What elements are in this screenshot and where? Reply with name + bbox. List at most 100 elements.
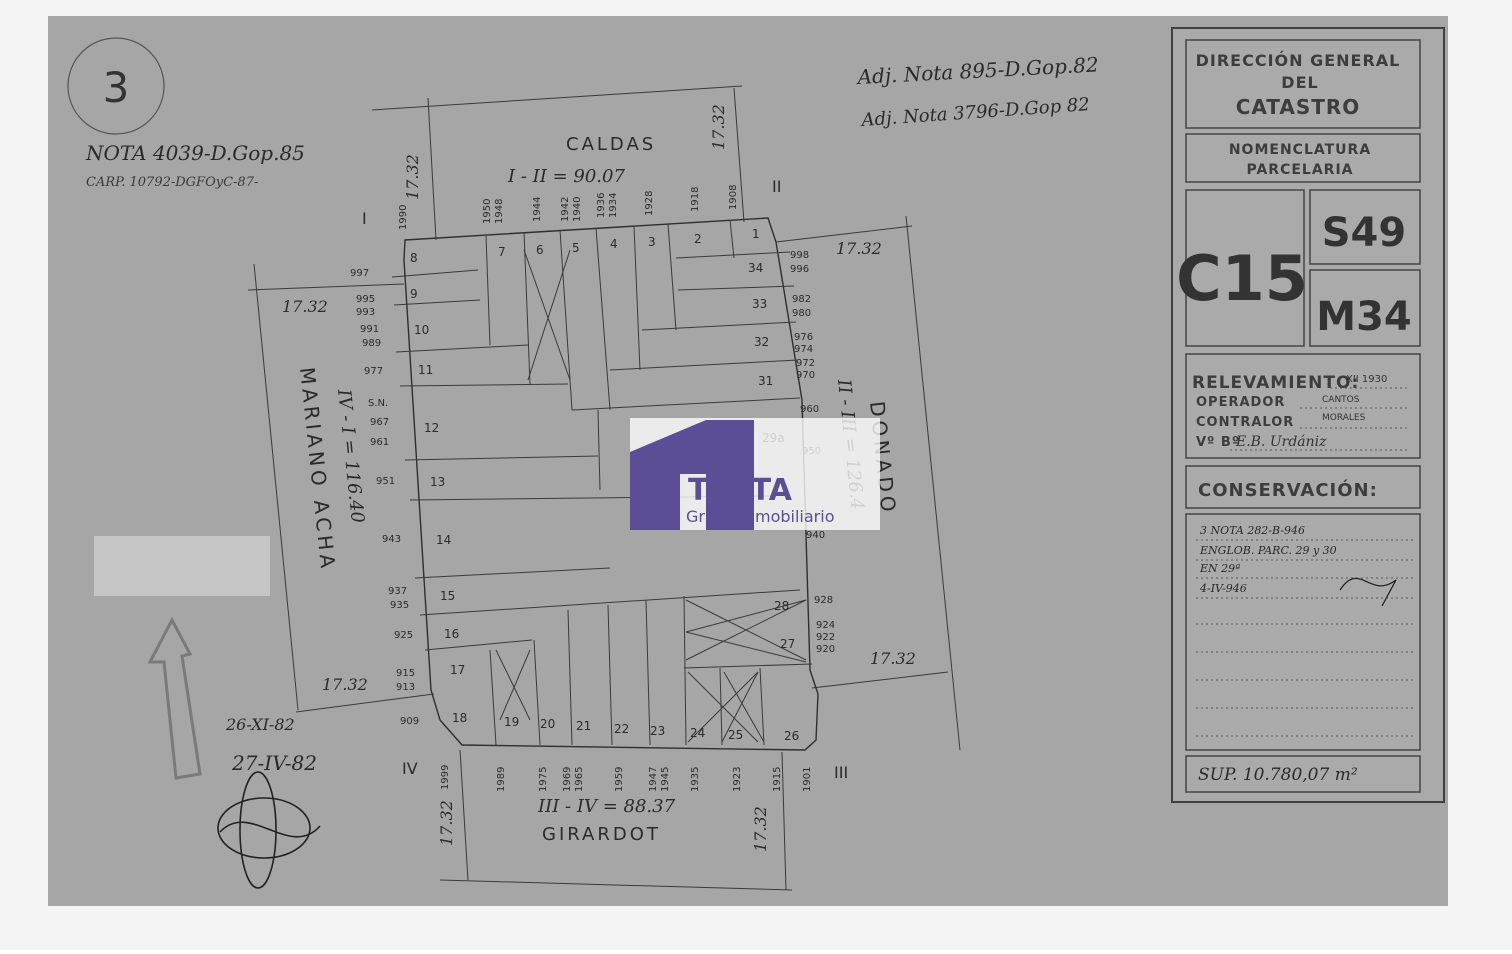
tb-conservacion-label: CONSERVACIÓN: xyxy=(1198,479,1378,501)
tb-nomenclatura-1: NOMENCLATURA xyxy=(1229,142,1371,158)
svg-text:1959: 1959 xyxy=(614,767,625,792)
street-caldas: CALDAS xyxy=(566,134,656,155)
lot-16: 16 xyxy=(444,627,459,641)
tb-conservacion-line-3: EN 29ª xyxy=(1199,562,1240,575)
svg-text:991: 991 xyxy=(360,324,379,335)
svg-text:1928: 1928 xyxy=(644,191,655,216)
chamfer-4: 17.32 xyxy=(282,297,328,316)
brand-name: TESTA xyxy=(688,473,793,508)
tb-conservacion-line-1: 3 NOTA 282-B-946 xyxy=(1200,524,1305,537)
lot-12: 12 xyxy=(424,421,439,435)
svg-text:920: 920 xyxy=(816,644,835,655)
note-1: NOTA 4039-D.Gop.85 xyxy=(85,141,305,165)
lot-21: 21 xyxy=(576,719,591,733)
door-numbers-girardot: 1999 1989 1975 1969 1965 1959 1947 1945 … xyxy=(440,765,813,792)
svg-text:1908: 1908 xyxy=(728,185,739,210)
chamfer-1: 17.32 xyxy=(403,154,422,200)
lot-4: 4 xyxy=(610,237,618,251)
lot-1: 1 xyxy=(752,227,760,241)
lot-14: 14 xyxy=(436,533,451,547)
svg-text:995: 995 xyxy=(356,294,375,305)
svg-text:1975: 1975 xyxy=(538,767,549,792)
lot-23: 23 xyxy=(650,724,665,738)
lot-2: 2 xyxy=(694,232,702,246)
svg-text:974: 974 xyxy=(794,344,813,355)
lot-33: 33 xyxy=(752,297,767,311)
signature-scribble xyxy=(217,771,321,889)
svg-text:1934: 1934 xyxy=(608,193,619,218)
street-girardot: GIRARDOT xyxy=(542,824,661,845)
measure-south: III - IV = 88.37 xyxy=(537,796,676,817)
tb-conservacion-signature xyxy=(1339,577,1397,607)
vertex-i: I xyxy=(362,209,367,228)
date-2: 27-IV-82 xyxy=(231,751,317,775)
door-numbers-caldas: 1990 1950 1948 1944 1942 1940 1936 1934 … xyxy=(398,185,739,230)
svg-text:1936: 1936 xyxy=(596,193,607,218)
chamfer-3: 17.32 xyxy=(836,239,882,258)
tb-seccion: S49 xyxy=(1322,210,1406,256)
lot-25: 25 xyxy=(728,728,743,742)
measure-north: I - II = 90.07 xyxy=(507,166,625,187)
lot-27: 27 xyxy=(780,637,795,651)
lot-5: 5 xyxy=(572,241,580,255)
testa-logo-icon xyxy=(630,420,754,530)
lot-17: 17 xyxy=(450,663,465,677)
svg-text:980: 980 xyxy=(792,308,811,319)
lot-11: 11 xyxy=(418,363,433,377)
dimension-lines xyxy=(247,85,961,891)
svg-text:937: 937 xyxy=(388,586,407,597)
date-1: 26-XI-82 xyxy=(225,715,295,734)
tb-vb-label: Vº Bº xyxy=(1196,435,1240,450)
lot-19: 19 xyxy=(504,715,519,729)
svg-text:1999: 1999 xyxy=(440,765,451,790)
svg-text:925: 925 xyxy=(394,630,413,641)
svg-text:1944: 1944 xyxy=(532,197,543,222)
lot-6: 6 xyxy=(536,243,544,257)
svg-text:913: 913 xyxy=(396,682,415,693)
note-2: CARP. 10792-DGFOyC-87- xyxy=(86,175,258,190)
lot-9: 9 xyxy=(410,287,418,301)
svg-text:922: 922 xyxy=(816,632,835,643)
tb-contralor-label: CONTRALOR xyxy=(1196,415,1294,430)
lot-32: 32 xyxy=(754,335,769,349)
smudged-stamp xyxy=(94,536,270,596)
svg-text:960: 960 xyxy=(800,404,819,415)
north-arrow-icon xyxy=(147,616,202,780)
lot-8: 8 xyxy=(410,251,418,265)
svg-text:976: 976 xyxy=(794,332,813,343)
lot-18: 18 xyxy=(452,711,467,725)
svg-text:989: 989 xyxy=(362,338,381,349)
svg-text:967: 967 xyxy=(370,417,389,428)
lot-15: 15 xyxy=(440,589,455,603)
lot-7: 7 xyxy=(498,245,506,259)
lot-lines xyxy=(391,219,813,746)
testa-watermark: TESTA Grupo Inmobiliario xyxy=(630,418,880,530)
lot-24: 24 xyxy=(690,726,705,740)
svg-text:924: 924 xyxy=(816,620,835,631)
tb-vb-value: E.B. Urdániz xyxy=(1235,434,1327,450)
lot-31: 31 xyxy=(758,374,773,388)
svg-text:1950: 1950 xyxy=(482,199,493,224)
svg-text:1990: 1990 xyxy=(398,205,409,230)
brand-tagline: Grupo Inmobiliario xyxy=(686,507,835,526)
tb-nomenclatura-2: PARCELARIA xyxy=(1246,162,1353,178)
tb-circunscripcion: C15 xyxy=(1176,242,1308,315)
door-numbers-mariano-acha: 997 995 993 991 989 977 S.N. 967 961 951… xyxy=(350,268,419,727)
chamfer-5: 17.32 xyxy=(322,675,368,694)
lot-26: 26 xyxy=(784,729,799,743)
svg-text:961: 961 xyxy=(370,437,389,448)
svg-text:1935: 1935 xyxy=(690,767,701,792)
lot-28: 28 xyxy=(774,599,789,613)
vertex-iv: IV xyxy=(402,759,418,778)
tb-header-3: CATASTRO xyxy=(1236,95,1361,119)
chamfer-7: 17.32 xyxy=(437,800,456,846)
tb-operador-label: OPERADOR xyxy=(1196,395,1285,410)
svg-text:928: 928 xyxy=(814,595,833,606)
sheet-number-circle xyxy=(67,37,165,135)
svg-text:977: 977 xyxy=(364,366,383,377)
svg-text:972: 972 xyxy=(796,358,815,369)
svg-text:993: 993 xyxy=(356,307,375,318)
svg-text:909: 909 xyxy=(400,716,419,727)
